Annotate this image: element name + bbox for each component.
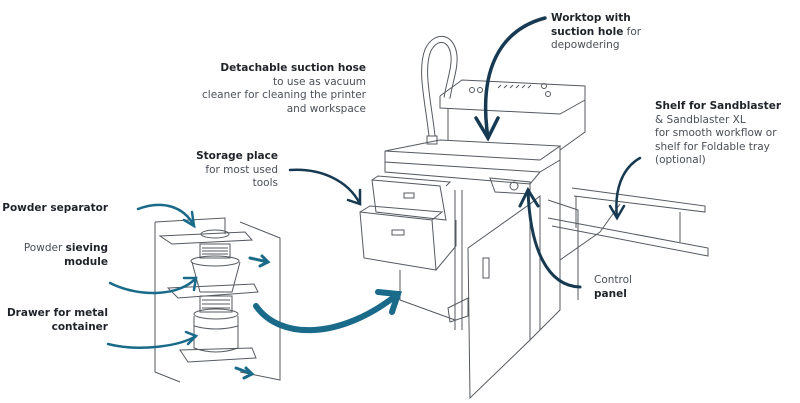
worktop-arrowhead <box>474 116 500 142</box>
storage-arrow <box>288 168 362 206</box>
hose-label: Detachable suction hose to use as vacuum… <box>202 62 366 115</box>
flow-arrow-upper <box>248 256 270 264</box>
control-panel-arrowhead <box>518 186 540 208</box>
drawer-label: Drawer for metal container <box>6 307 108 333</box>
storage-arrowhead <box>346 188 362 206</box>
shelf-arrow <box>615 156 642 220</box>
depowdering-station-drawing <box>359 36 709 400</box>
callout-arrows <box>106 16 642 380</box>
control-panel-label: Control panel <box>594 274 632 300</box>
worktop-label: Worktop with suction hole for depowderin… <box>551 12 642 51</box>
worktop-arrow <box>483 16 547 140</box>
module-to-station-arrowhead <box>375 289 403 315</box>
sieving-arrow <box>108 276 198 295</box>
shelf-label: Shelf for Sandblaster & Sandblaster XL f… <box>655 100 782 166</box>
separator-label: Powder separator <box>2 202 108 214</box>
powder-module-drawing <box>154 217 281 383</box>
drawer-arrow <box>106 334 198 349</box>
shelf-arrowhead <box>608 204 626 221</box>
sieving-label: Powder sieving module <box>23 242 108 268</box>
separator-arrowhead <box>182 210 196 229</box>
drawer-arrowhead <box>184 330 199 346</box>
control-panel-arrow <box>526 188 582 289</box>
storage-label: Storage place for most used tools <box>196 150 278 189</box>
module-to-station-arrow <box>253 291 401 334</box>
sieving-arrowhead <box>182 276 198 292</box>
separator-arrow <box>136 203 196 228</box>
